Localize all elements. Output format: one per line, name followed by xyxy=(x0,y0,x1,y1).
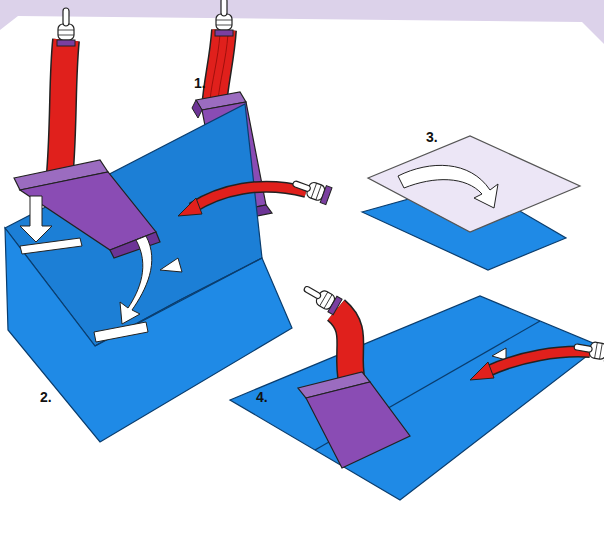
callout-number: 3. xyxy=(426,130,438,144)
callout-number: 1. xyxy=(194,76,206,90)
callout-number: 4. xyxy=(256,390,268,404)
figure-2 xyxy=(5,8,332,442)
figure-4 xyxy=(230,280,604,500)
figure-3 xyxy=(362,136,580,270)
paper-sheet xyxy=(0,16,604,534)
callout-number: 2. xyxy=(40,390,52,404)
